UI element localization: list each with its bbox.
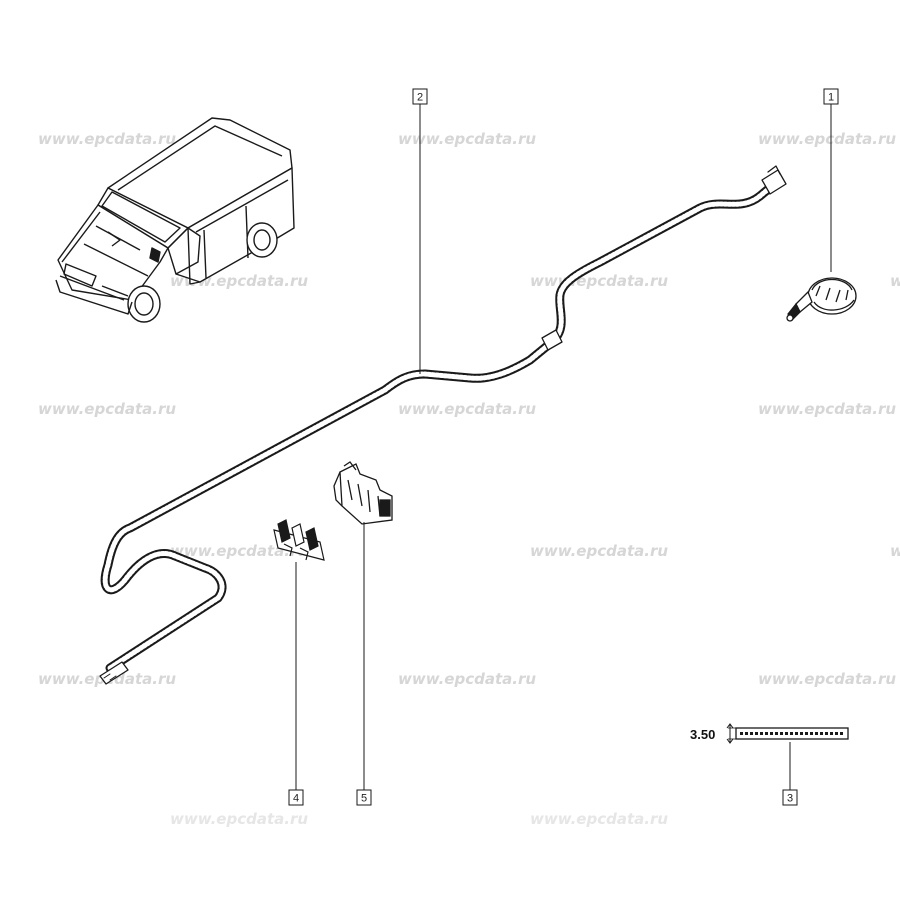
callout-2[interactable]: 2 [412, 88, 428, 105]
watermark-text: www.epcdata.ru [530, 542, 668, 560]
washer-hose [99, 165, 787, 685]
callout-label: 2 [417, 92, 423, 104]
watermark-text: www.epcdata.ru [530, 272, 668, 290]
hose-clip [273, 519, 325, 561]
dimension-label: 3.50 [690, 727, 715, 742]
watermark-text: www.epcdata.ru [38, 130, 176, 148]
callout-4[interactable]: 4 [288, 789, 304, 806]
callout-label: 4 [293, 793, 299, 805]
watermark-text: www.epcdata.ru [398, 400, 536, 418]
watermark-text: www.epcdata.ru [170, 810, 308, 828]
watermark-text: www.epcdata.ru [398, 670, 536, 688]
hose-bracket [333, 461, 393, 525]
watermark-text: www.epcdata.ru [398, 130, 536, 148]
callout-3[interactable]: 3 [782, 789, 798, 806]
watermark-text: www.epcdata.ru [758, 130, 896, 148]
watermark-text: www.epcdata.ru [758, 400, 896, 418]
leader-lines [295, 104, 832, 790]
watermark-text: www.epcdata.ru [38, 400, 176, 418]
watermark-text: www.epcdata.ru [170, 542, 308, 560]
callout-label: 5 [361, 793, 367, 805]
watermark-text: www.epcdata.ru [530, 810, 668, 828]
van-illustration [55, 117, 295, 323]
callout-label: 1 [828, 92, 834, 104]
watermark-text: www.epcdata.ru [890, 542, 900, 560]
callout-1[interactable]: 1 [823, 88, 839, 105]
hose-length-sample [726, 723, 849, 744]
washer-nozzle [786, 277, 857, 322]
watermark-text: www.epcdata.ru [890, 272, 900, 290]
callout-label: 3 [787, 793, 793, 805]
callout-5[interactable]: 5 [356, 789, 372, 806]
watermark-text: www.epcdata.ru [758, 670, 896, 688]
